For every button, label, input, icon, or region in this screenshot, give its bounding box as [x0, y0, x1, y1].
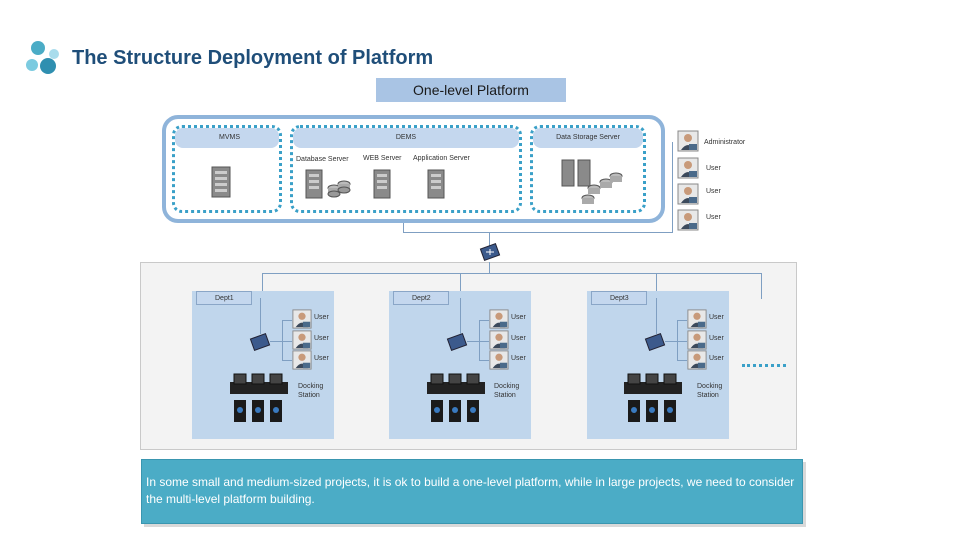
more-departments-indicator — [742, 364, 786, 371]
molecule-logo-icon — [26, 41, 59, 74]
application-server-icon — [427, 169, 445, 199]
connector-line — [489, 262, 490, 274]
connector-line — [479, 320, 489, 321]
database-server-icon — [305, 169, 351, 199]
connector-line — [403, 232, 673, 233]
platform-label: One-level Platform — [376, 78, 566, 102]
core-switch-icon — [479, 242, 501, 262]
note-box: In some small and medium-sized projects,… — [141, 459, 803, 524]
mvms-group: MVMS — [172, 125, 282, 213]
storage-servers-icon — [561, 159, 623, 204]
switch-icon — [644, 332, 666, 352]
connector-line — [467, 341, 489, 342]
user-icon — [687, 330, 707, 350]
user-icon — [292, 330, 312, 350]
docking-station-icon — [427, 373, 485, 422]
administrator-icon — [677, 130, 699, 152]
user-icon — [489, 350, 509, 370]
connector-line — [677, 320, 687, 321]
data-storage-header: Data Storage Server — [533, 128, 643, 148]
connector-line — [282, 360, 292, 361]
connector-line — [677, 320, 678, 360]
connector-line — [479, 360, 489, 361]
dept-user-label: User — [709, 335, 724, 342]
docking-station-label: Docking Station — [494, 383, 520, 399]
dept-label: Dept2 — [393, 291, 449, 305]
database-server-label: Database Server — [296, 156, 349, 163]
mvms-header: MVMS — [175, 128, 279, 148]
user-icon — [677, 183, 699, 205]
connector-line — [656, 298, 657, 334]
user-icon — [489, 309, 509, 329]
connector-line — [282, 320, 283, 360]
docking-station-icon — [230, 373, 288, 422]
dept-user-label: User — [511, 314, 526, 321]
web-server-label: WEB Server — [363, 155, 402, 162]
dept-user-label: User — [511, 335, 526, 342]
connector-line — [665, 341, 687, 342]
dept-user-label: User — [314, 314, 329, 321]
docking-station-icon — [624, 373, 682, 422]
connector-line — [460, 298, 461, 334]
dept-user-label: User — [511, 355, 526, 362]
connector-line — [460, 273, 461, 299]
dems-group: DEMS — [290, 125, 522, 213]
switch-icon — [249, 332, 271, 352]
docking-station-label: Docking Station — [298, 383, 324, 399]
connector-line — [262, 273, 762, 274]
connector-line — [260, 298, 261, 334]
data-storage-group: Data Storage Server — [530, 125, 646, 213]
administrator-label: Administrator — [704, 139, 746, 146]
web-server-icon — [373, 169, 391, 199]
connector-line — [761, 273, 762, 299]
dept-label: Dept1 — [196, 291, 252, 305]
connector-line — [270, 341, 292, 342]
mvms-server-icon — [211, 166, 231, 198]
connector-line — [656, 273, 657, 299]
user-icon — [677, 209, 699, 231]
top-user-label: User — [706, 165, 721, 172]
connector-line — [677, 360, 687, 361]
dems-header: DEMS — [293, 128, 519, 148]
dept-label: Dept3 — [591, 291, 647, 305]
top-user-label: User — [706, 214, 721, 221]
docking-station-label: Docking Station — [697, 383, 723, 399]
connector-line — [403, 223, 404, 233]
connector-line — [479, 320, 480, 360]
user-icon — [687, 350, 707, 370]
page-title: The Structure Deployment of Platform — [72, 47, 434, 69]
connector-line — [282, 320, 292, 321]
application-server-label: Application Server — [413, 155, 470, 162]
user-icon — [292, 309, 312, 329]
connector-line — [672, 142, 673, 233]
dept-user-label: User — [314, 335, 329, 342]
dept-user-label: User — [709, 355, 724, 362]
top-user-label: User — [706, 188, 721, 195]
switch-icon — [446, 332, 468, 352]
user-icon — [292, 350, 312, 370]
connector-line — [262, 273, 263, 299]
user-icon — [489, 330, 509, 350]
connector-line — [489, 232, 490, 246]
user-icon — [677, 157, 699, 179]
dept-user-label: User — [709, 314, 724, 321]
dept-user-label: User — [314, 355, 329, 362]
user-icon — [687, 309, 707, 329]
